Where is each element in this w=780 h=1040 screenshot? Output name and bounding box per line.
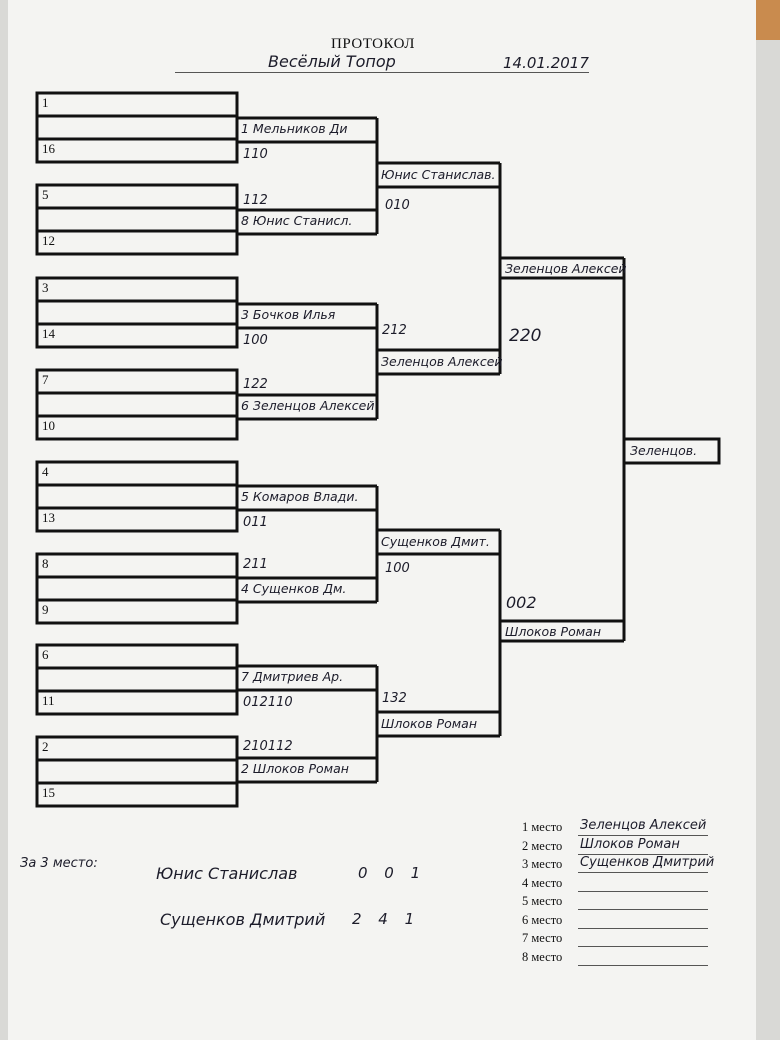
round2-score: 212 bbox=[382, 323, 407, 338]
seed-group-box bbox=[35, 643, 239, 716]
semifinal-winner-name: Шлоков Роман bbox=[505, 624, 601, 639]
place-name: Шлоков Роман bbox=[580, 836, 680, 852]
place-underline bbox=[578, 890, 708, 892]
tournament-name: Весёлый Топор bbox=[268, 52, 396, 71]
seed-number: 1 bbox=[42, 95, 49, 110]
place-label: 2 место bbox=[522, 838, 563, 853]
place-underline bbox=[578, 872, 708, 873]
place-label: 3 место bbox=[522, 857, 563, 871]
seed-number: 4 bbox=[42, 464, 49, 479]
semifinal-score: 220 bbox=[509, 326, 542, 346]
place-underline bbox=[578, 946, 708, 947]
round2-score: 100 bbox=[385, 561, 410, 576]
round2-winner-name: Юнис Станислав. bbox=[381, 167, 496, 182]
paper-sheet bbox=[8, 0, 756, 1040]
place-underline bbox=[578, 909, 708, 910]
round1-score: 122 bbox=[243, 377, 268, 392]
seed-number: 6 bbox=[42, 647, 49, 662]
seed-number: 12 bbox=[42, 233, 55, 248]
page-title: ПРОТОКОЛ bbox=[331, 36, 415, 52]
round1-winner-name: 7 Дмитриев Ар. bbox=[241, 669, 344, 684]
round1-score: 012110 bbox=[243, 695, 293, 710]
seed-number: 11 bbox=[42, 693, 55, 708]
place-name: Зеленцов Алексей bbox=[580, 818, 707, 833]
round1-winner-name: 3 Бочков Илья bbox=[241, 307, 336, 322]
round1-score: 110 bbox=[243, 147, 268, 162]
seed-number: 9 bbox=[42, 602, 49, 617]
seed-number: 15 bbox=[42, 785, 55, 800]
seed-number: 8 bbox=[42, 556, 49, 571]
round1-score: 011 bbox=[243, 515, 268, 530]
round1-score: 100 bbox=[243, 333, 268, 348]
round1-score: 211 bbox=[243, 557, 268, 572]
seed-group-box bbox=[35, 183, 239, 256]
round1-winner-name: 6 Зеленцов Алексей bbox=[241, 398, 375, 413]
third-place-player-1: Юнис Станислав bbox=[156, 864, 298, 883]
place-label: 1 место bbox=[522, 820, 563, 834]
final-winner-name: Зеленцов. bbox=[630, 443, 698, 458]
round2-score: 010 bbox=[385, 198, 410, 213]
tournament-date: 14.01.2017 bbox=[503, 54, 589, 72]
round2-winner-name: Зеленцов Алексей bbox=[381, 354, 503, 369]
round2-score: 132 bbox=[382, 691, 407, 706]
place-underline bbox=[578, 835, 708, 836]
seed-number: 7 bbox=[42, 372, 49, 387]
round1-winner-name: 4 Сущенков Дм. bbox=[241, 581, 347, 596]
place-underline bbox=[578, 964, 708, 966]
place-label: 6 место bbox=[522, 912, 563, 927]
seed-number: 5 bbox=[42, 187, 49, 202]
place-label: 4 место bbox=[522, 875, 563, 890]
seed-group-box bbox=[35, 552, 239, 625]
seed-number: 13 bbox=[42, 510, 55, 525]
seed-group-box bbox=[35, 460, 239, 533]
seed-group-box bbox=[35, 368, 239, 441]
place-label: 7 место bbox=[522, 931, 563, 945]
round1-winner-name: 8 Юнис Станисл. bbox=[241, 213, 353, 228]
round2-winner-name: Шлоков Роман bbox=[381, 716, 477, 731]
seed-group-box bbox=[35, 91, 239, 164]
third-place-label: За 3 место: bbox=[20, 856, 98, 871]
third-place-score-2: 2 4 1 bbox=[352, 910, 421, 928]
semifinal-score: 002 bbox=[506, 593, 537, 612]
third-place-player-2: Сущенков Дмитрий bbox=[160, 910, 326, 929]
seed-group-box bbox=[35, 276, 239, 349]
round1-winner-name: 5 Комаров Влади. bbox=[241, 489, 359, 504]
place-underline bbox=[578, 927, 708, 929]
seed-number: 3 bbox=[42, 280, 49, 295]
place-label: 8 место bbox=[522, 949, 563, 964]
round1-score: 112 bbox=[243, 193, 268, 208]
place-label: 5 место bbox=[522, 894, 563, 908]
seed-number: 10 bbox=[42, 418, 55, 433]
round2-winner-name: Сущенков Дмит. bbox=[381, 534, 490, 549]
round1-winner-name: 2 Шлоков Роман bbox=[241, 761, 349, 776]
seed-number: 2 bbox=[42, 739, 49, 754]
seed-number: 14 bbox=[42, 326, 55, 341]
seed-group-box bbox=[35, 735, 239, 808]
seed-number: 16 bbox=[42, 141, 55, 156]
round1-winner-name: 1 Мельников Ди bbox=[241, 121, 348, 136]
place-underline bbox=[578, 853, 708, 855]
third-place-score-1: 0 0 1 bbox=[358, 864, 427, 882]
desk-background bbox=[756, 0, 780, 40]
header-underline bbox=[175, 72, 589, 73]
round1-score: 210112 bbox=[243, 739, 293, 754]
place-name: Сущенков Дмитрий bbox=[580, 855, 715, 870]
semifinal-winner-name: Зеленцов Алексей bbox=[505, 261, 627, 276]
